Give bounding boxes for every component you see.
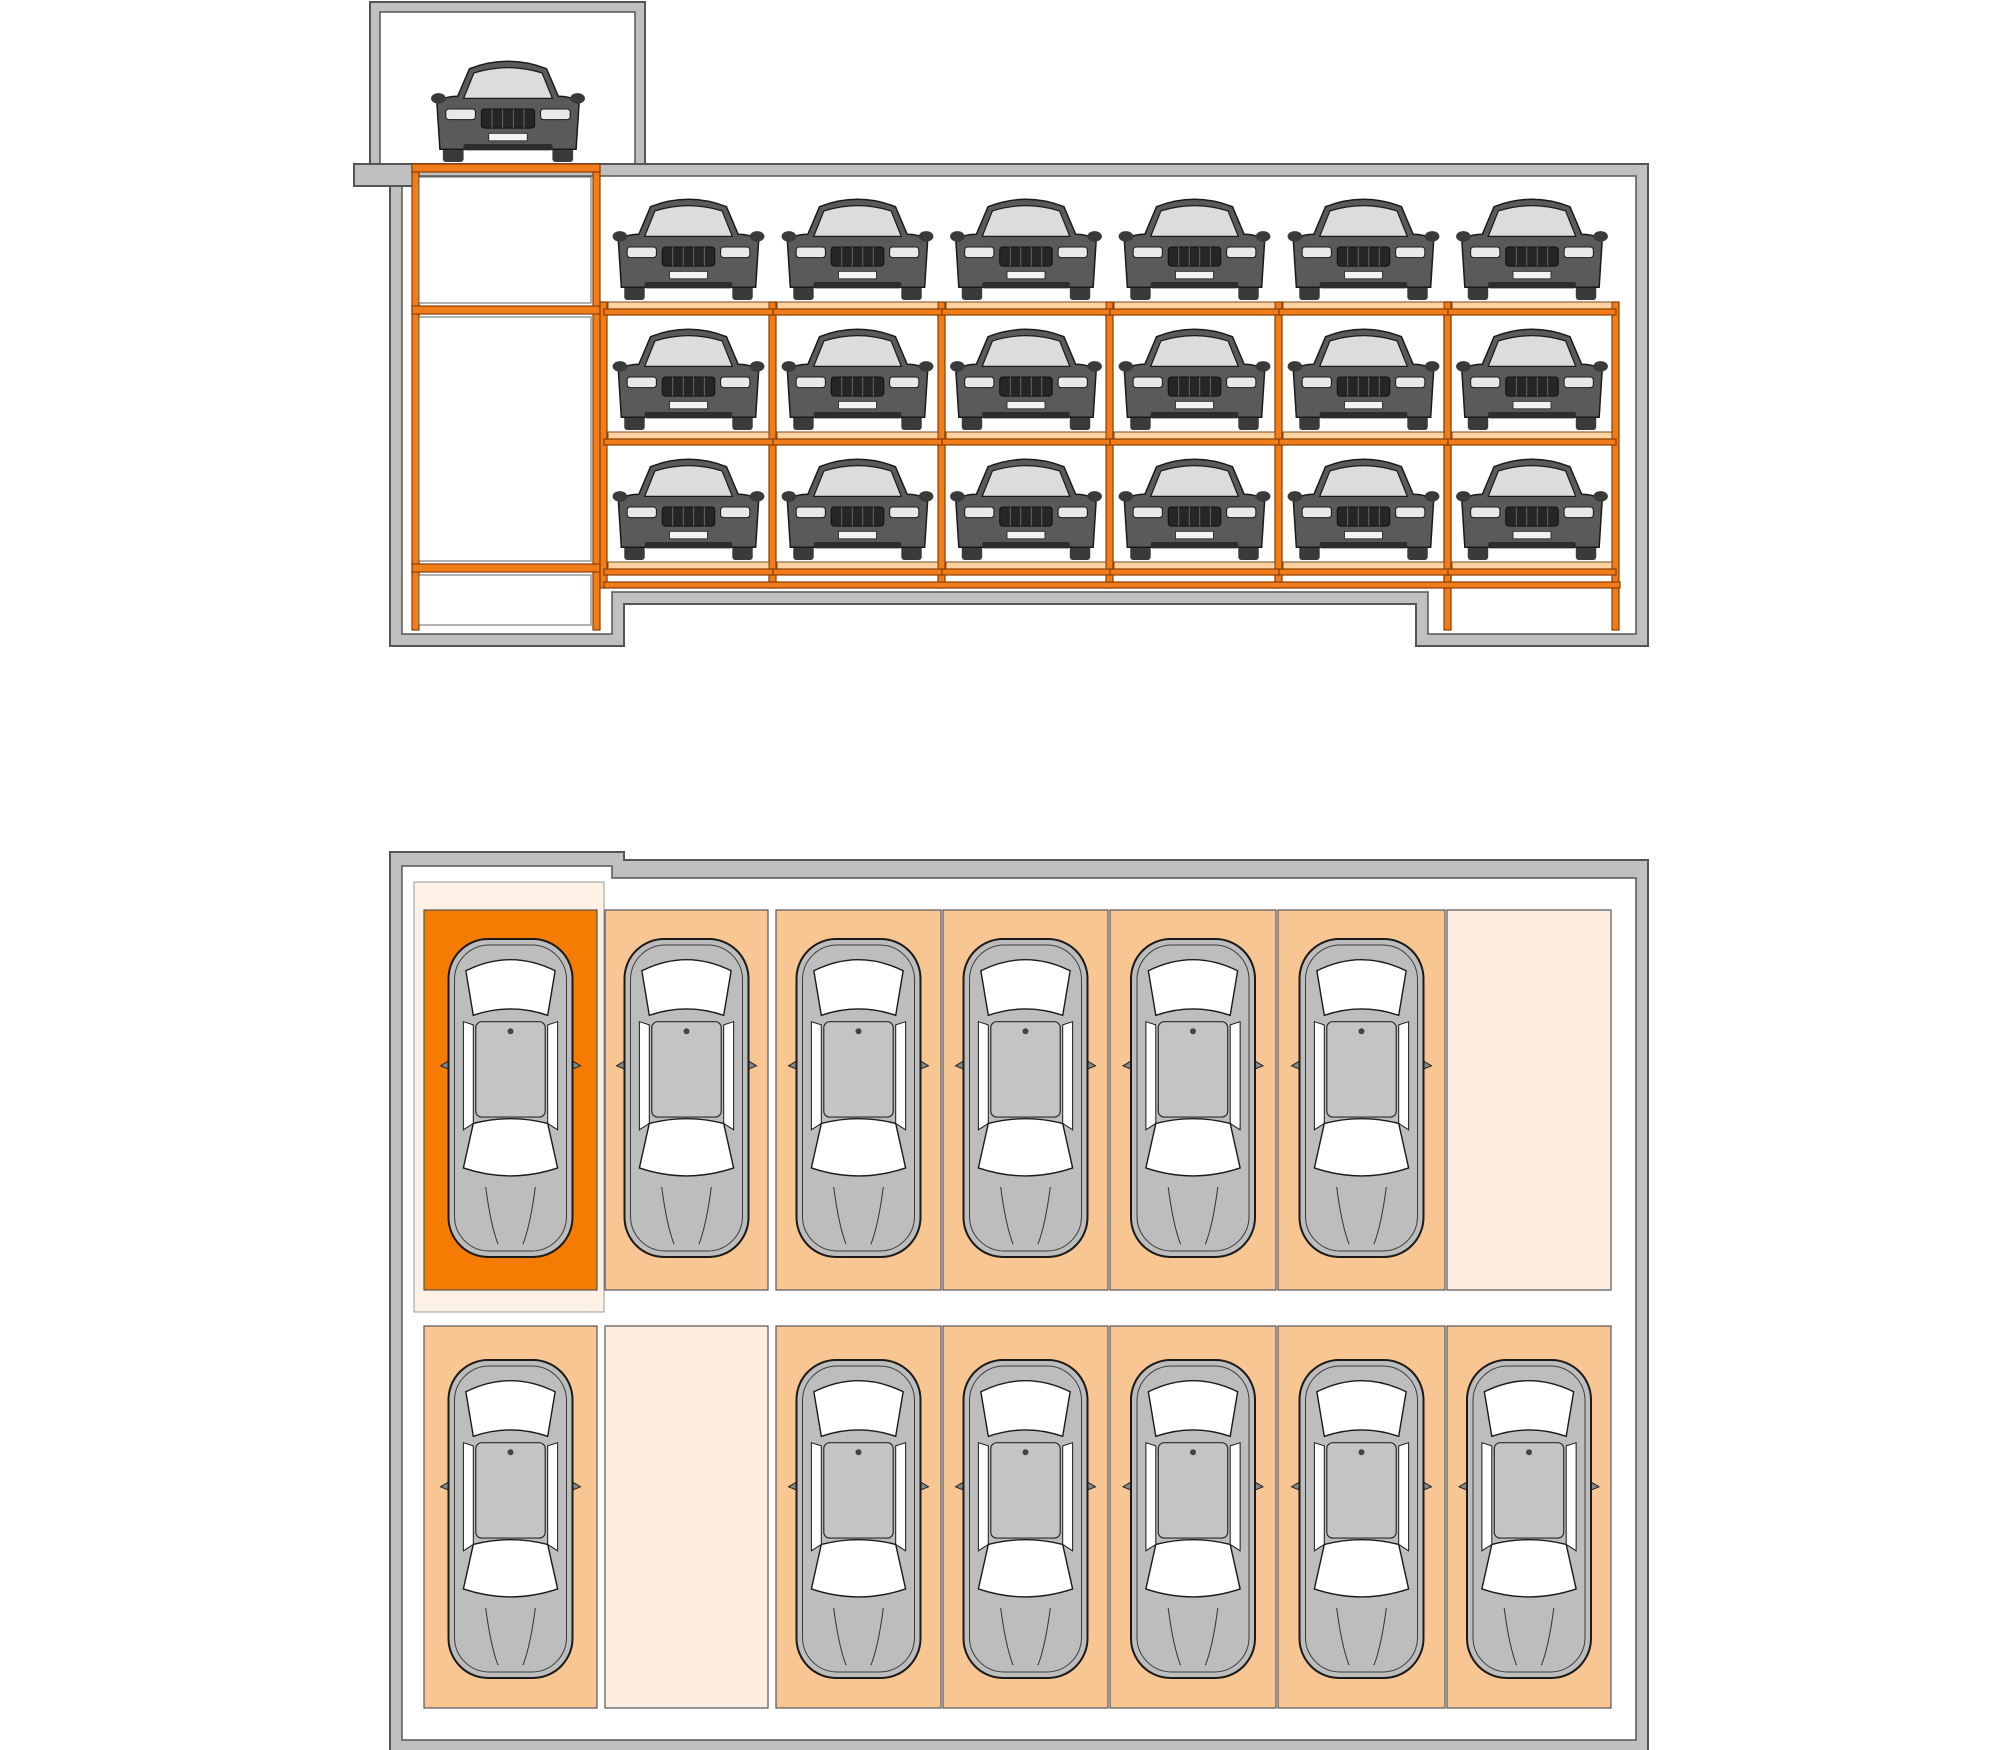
rack-beam (1278, 308, 1449, 316)
car-front-icon (1287, 198, 1440, 300)
lift-frame-beam (411, 163, 601, 173)
rack-beam (1278, 438, 1449, 446)
car-front-icon (431, 60, 585, 162)
rack-beam (1109, 568, 1280, 576)
car-top-icon (1290, 938, 1433, 1258)
rack-beam (941, 568, 1111, 576)
pallet (1282, 301, 1445, 310)
parking-slot (604, 1325, 769, 1709)
rack-beam (1109, 438, 1280, 446)
pallet (945, 301, 1107, 310)
car-top-icon (439, 1359, 582, 1679)
car-front-icon (612, 458, 765, 560)
car-front-icon (1118, 198, 1271, 300)
pallet (776, 561, 939, 570)
pallet (945, 561, 1107, 570)
ground-slab (353, 163, 415, 187)
car-top-icon (954, 1359, 1097, 1679)
car-top-icon (439, 938, 582, 1258)
car-front-icon (950, 198, 1102, 300)
car-top-icon (787, 1359, 930, 1679)
car-front-icon (1118, 458, 1271, 560)
rack-beam (941, 308, 1111, 316)
car-front-icon (1456, 198, 1608, 300)
car-front-icon (781, 458, 934, 560)
car-front-icon (950, 458, 1102, 560)
lift-shaft-bay (418, 176, 592, 304)
rack-beam (772, 308, 943, 316)
car-front-icon (1287, 458, 1440, 560)
pallet (1282, 561, 1445, 570)
pallet (1282, 431, 1445, 440)
parking-slot (1446, 909, 1612, 1291)
car-front-icon (950, 328, 1102, 430)
car-front-icon (612, 198, 765, 300)
rack-beam (1447, 308, 1617, 316)
rack-beam (1278, 568, 1449, 576)
elevation-view (353, 1, 1649, 647)
car-top-icon (787, 938, 930, 1258)
rack-beam (1447, 438, 1617, 446)
pallet (945, 431, 1107, 440)
car-front-icon (781, 328, 934, 430)
rack-beam (941, 438, 1111, 446)
rack-post (1611, 301, 1620, 631)
lift-shaft-bay (418, 574, 592, 626)
car-front-icon (781, 198, 934, 300)
rack-beam (1109, 308, 1280, 316)
pallet (1113, 301, 1276, 310)
rack-beam (772, 568, 943, 576)
plan-view (389, 851, 1649, 1750)
car-top-icon (1290, 1359, 1433, 1679)
rack-beam (603, 568, 774, 576)
rack-beam (772, 438, 943, 446)
lift-frame-post (592, 163, 601, 631)
rack-beam (1447, 568, 1617, 576)
pallet (607, 561, 770, 570)
pallet (776, 431, 939, 440)
car-front-icon (1287, 328, 1440, 430)
pallet (1451, 431, 1613, 440)
rack-post (1443, 301, 1452, 631)
pallet (776, 301, 939, 310)
rack-base-beam (603, 581, 1621, 589)
car-top-icon (954, 938, 1097, 1258)
car-front-icon (1118, 328, 1271, 430)
car-top-icon (1457, 1359, 1601, 1679)
lift-frame-post (411, 163, 420, 631)
car-front-icon (1456, 328, 1608, 430)
pallet (1113, 561, 1276, 570)
car-front-icon (612, 328, 765, 430)
pallet (1451, 301, 1613, 310)
pallet (607, 431, 770, 440)
car-front-icon (1456, 458, 1608, 560)
rack-beam (603, 308, 774, 316)
car-top-icon (1121, 1359, 1265, 1679)
car-top-icon (1121, 938, 1265, 1258)
rack-beam (603, 438, 774, 446)
pallet (1451, 561, 1613, 570)
lift-frame-beam (411, 563, 601, 573)
pallet (607, 301, 770, 310)
lift-frame-beam (411, 305, 601, 315)
car-top-icon (615, 938, 758, 1258)
lift-shaft-bay (418, 316, 592, 562)
pallet (1113, 431, 1276, 440)
